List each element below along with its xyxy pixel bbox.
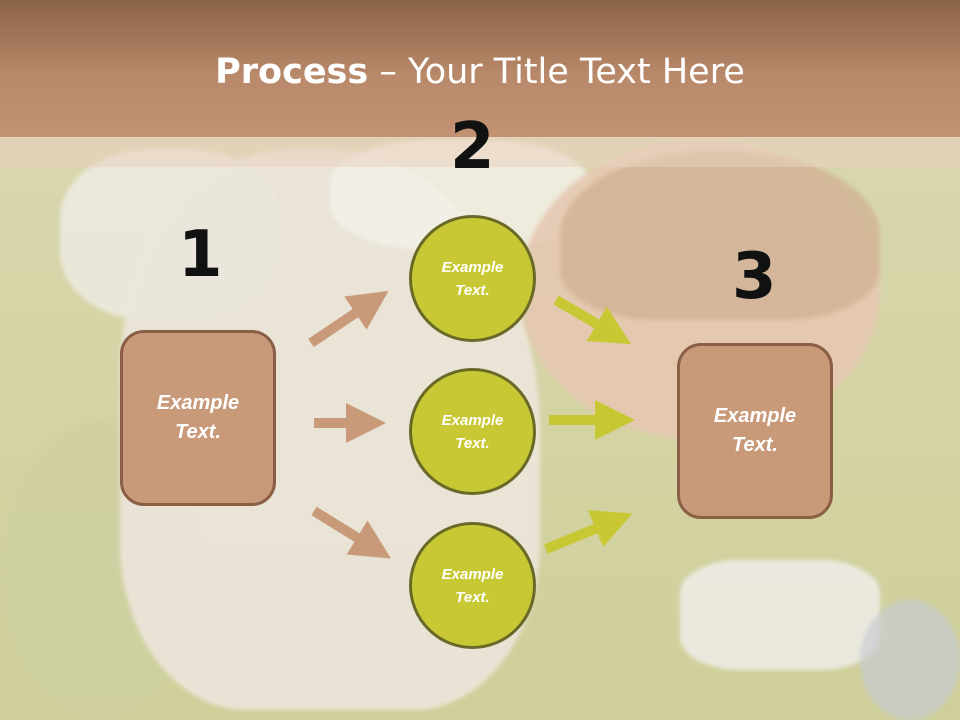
title-bar bbox=[0, 0, 960, 137]
arrow-up-right bbox=[544, 510, 633, 554]
title-band bbox=[0, 137, 960, 167]
arrow-down-right bbox=[553, 295, 632, 345]
step-3-box: Example Text. bbox=[677, 343, 833, 519]
step-number-3: 3 bbox=[732, 240, 777, 314]
step-1-box: Example Text. bbox=[120, 330, 276, 506]
background-photo-shape bbox=[860, 600, 960, 720]
title-rest: – Your Title Text Here bbox=[368, 52, 745, 92]
circle-text: Example Text. bbox=[441, 258, 504, 299]
arrow-down-right bbox=[311, 506, 392, 559]
step-number-2: 2 bbox=[450, 110, 495, 184]
step-3-text: Example Text. bbox=[713, 405, 797, 456]
circle-text: Example Text. bbox=[441, 411, 504, 452]
background-photo-shape bbox=[560, 150, 880, 320]
background-photo-shape bbox=[680, 560, 880, 670]
step-2-circle-top: Example Text. bbox=[409, 215, 536, 342]
step-1-text: Example Text. bbox=[156, 392, 240, 443]
step-2-circle-bottom: Example Text. bbox=[409, 522, 536, 649]
arrow-up-right bbox=[308, 290, 389, 348]
step-2-circle-middle: Example Text. bbox=[409, 368, 536, 495]
slide-title: Process – Your Title Text Here bbox=[0, 52, 960, 92]
title-bold: Process bbox=[215, 52, 369, 92]
circle-text: Example Text. bbox=[441, 565, 504, 606]
step-number-1: 1 bbox=[178, 218, 223, 292]
